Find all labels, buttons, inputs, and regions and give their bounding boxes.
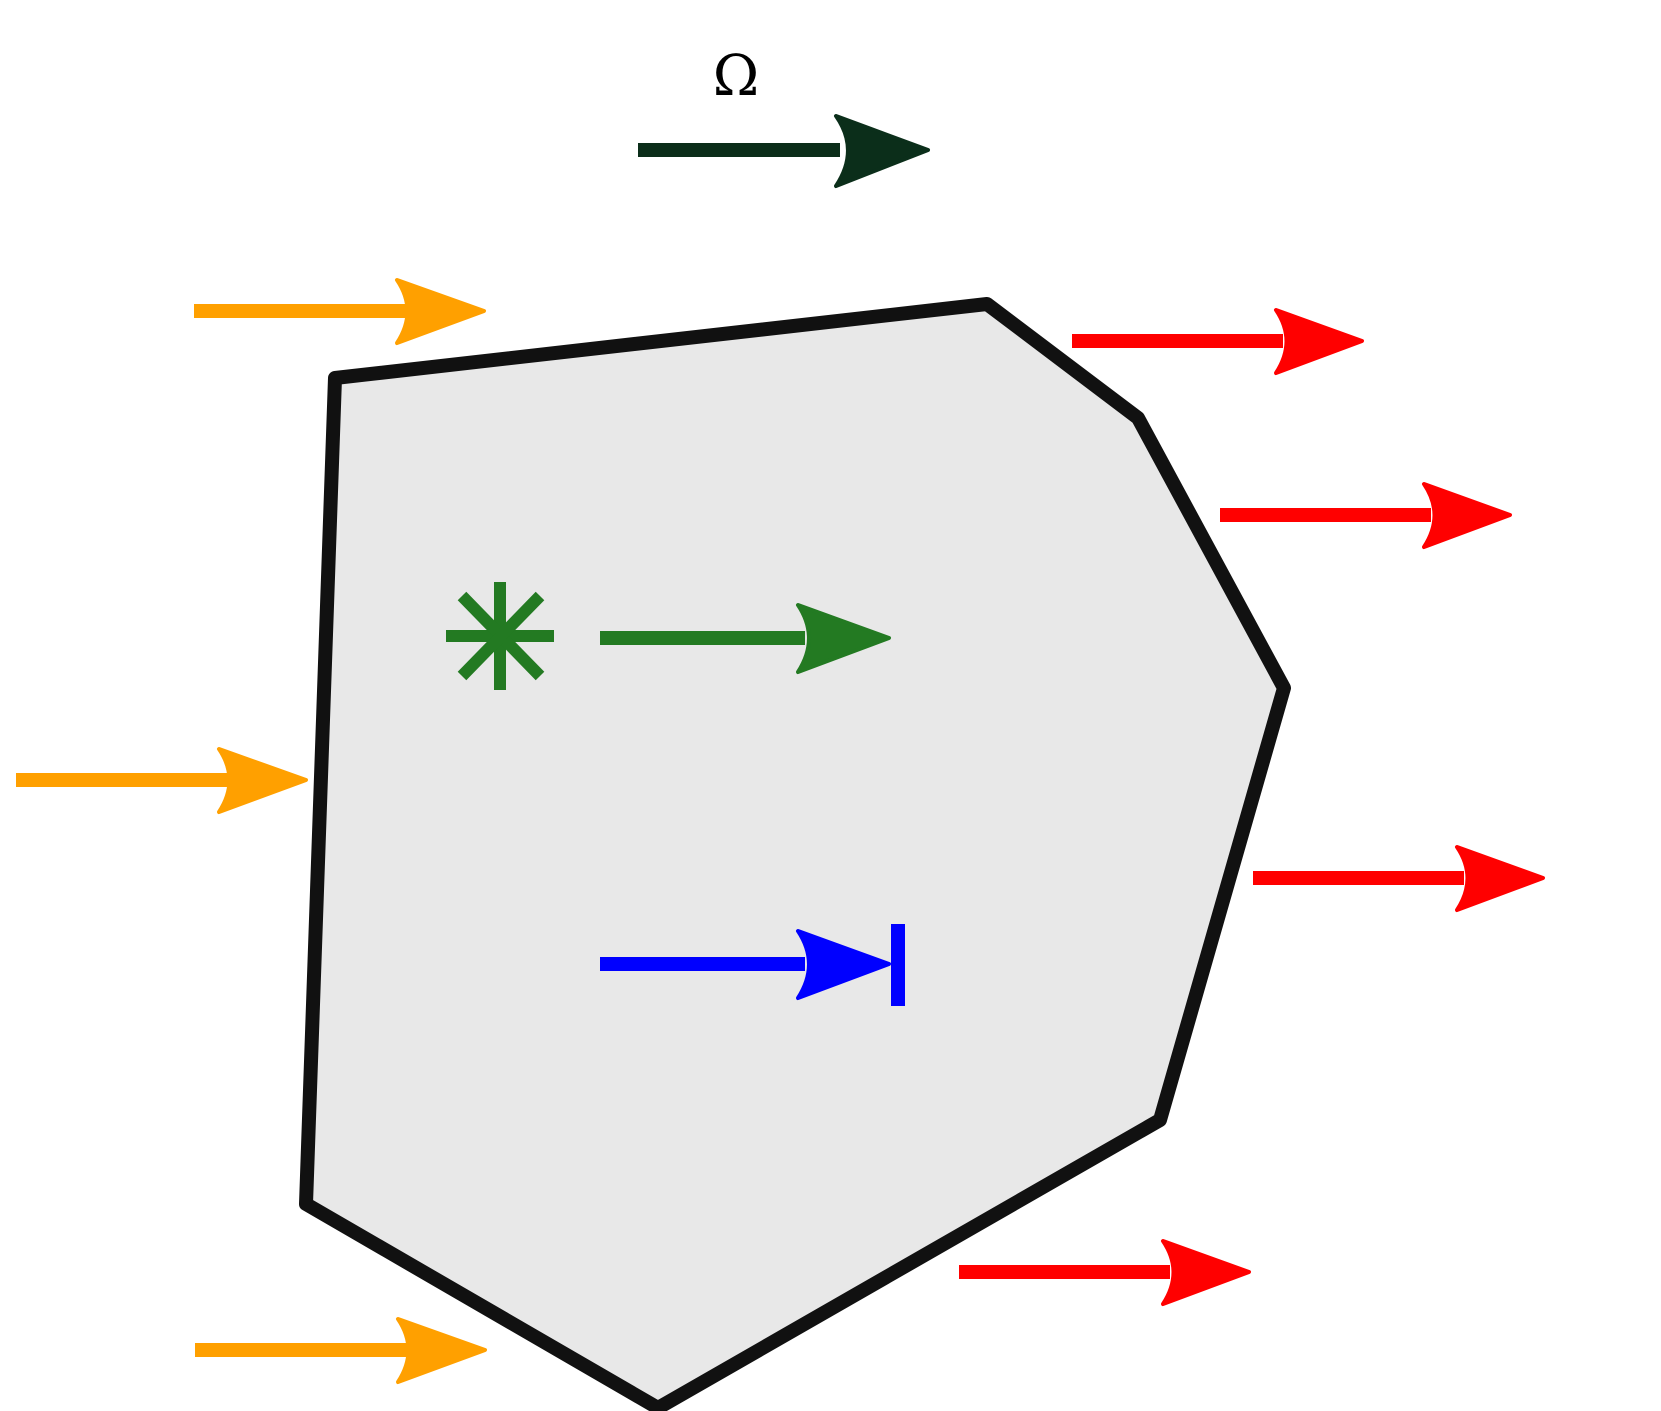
outflow-arrow-2: [1220, 482, 1512, 549]
source-arrow: [600, 603, 891, 674]
outflow-arrow-3: [1253, 845, 1545, 912]
sink-arrow: [600, 924, 905, 1006]
omega-arrow: [638, 114, 930, 188]
inflow-arrow-middle: [16, 747, 308, 814]
inflow-arrow-top: [194, 278, 486, 345]
inflow-arrow-bottom: [195, 1317, 487, 1384]
outflow-arrow-1: [1072, 308, 1364, 375]
omega-label: Ω: [713, 44, 759, 109]
source-asterisk-icon: [446, 582, 554, 690]
outflow-arrow-4: [959, 1239, 1251, 1306]
region-polygon: [299, 297, 1291, 1411]
